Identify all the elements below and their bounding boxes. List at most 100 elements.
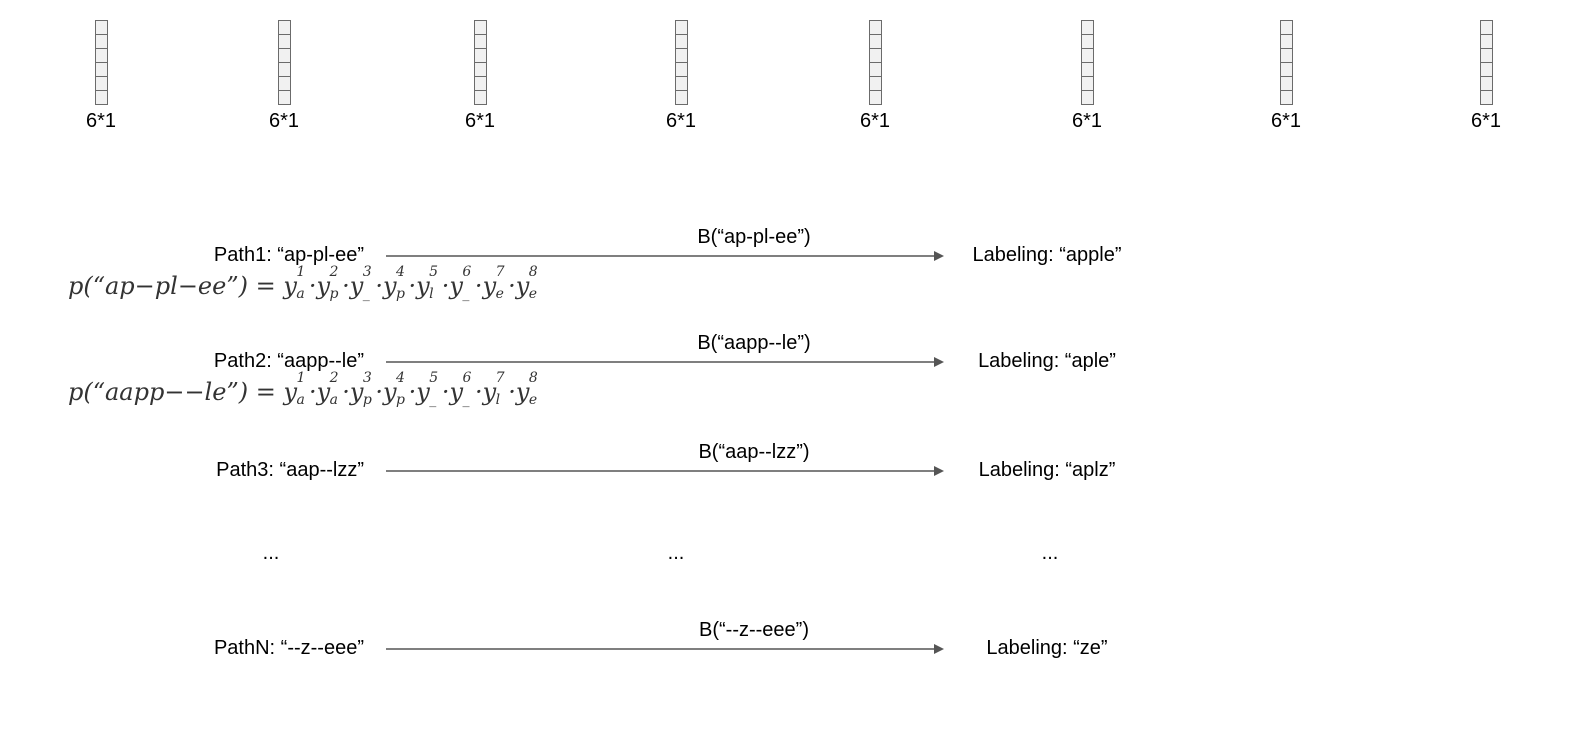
probability-cell [1480,62,1493,77]
mapping-label: B(“ap-pl-ee”) [697,226,811,248]
probability-cell [675,76,688,91]
probability-cell [1081,20,1094,35]
labeling-result: Labeling: “aple” [978,350,1116,372]
column-dimension-label: 6*1 [85,110,117,132]
formula-dot: · [475,378,483,406]
path-label: Path3: “aap--lzz” [216,459,364,481]
formula-dot: · [342,272,350,300]
probability-cell [278,90,291,105]
formula-dot: · [441,272,450,300]
probability-cell [1480,48,1493,63]
formula-dot: · [308,272,317,300]
formula-dot: · [375,378,384,406]
probability-cell [278,34,291,49]
probability-cell [1480,76,1493,91]
labeling-result: Labeling: “apple” [972,244,1122,266]
probability-cell [278,20,291,35]
path-label: PathN: “--z--eee” [213,637,364,659]
column-dimension-label: 6*1 [859,110,891,132]
probability-column [1280,20,1293,105]
ellipsis-paths: ... [262,542,280,564]
labeling-result: Labeling: “ze” [986,637,1108,659]
probability-cell [869,90,882,105]
probability-column [675,20,688,105]
probability-column [474,20,487,105]
probability-cell [1280,90,1293,105]
column-dimension-label: 6*1 [464,110,496,132]
probability-cell [474,76,487,91]
formula-dot: · [441,378,450,406]
column-dimension-label: 6*1 [268,110,300,132]
probability-cell [1280,34,1293,49]
ellipsis-mappings: ... [667,542,685,564]
formula-dot: · [508,378,516,406]
probability-cell [675,62,688,77]
probability-cell [869,34,882,49]
mapping-label: B(“aapp--le”) [697,332,811,354]
probability-cell [278,48,291,63]
probability-cell [1280,48,1293,63]
probability-cell [869,76,882,91]
column-dimension-label: 6*1 [1071,110,1103,132]
column-dimension-label: 6*1 [1270,110,1302,132]
probability-cell [278,62,291,77]
formula-lhs: p(“aapp−−le”) = [68,378,284,406]
probability-cell [1081,48,1094,63]
probability-column [278,20,291,105]
mapping-arrow [386,251,944,261]
column-dimension-label: 6*1 [1470,110,1502,132]
probability-cell [1280,62,1293,77]
probability-cell [95,90,108,105]
probability-cell [1480,34,1493,49]
mapping-arrow [386,466,944,476]
formula-lhs: p(“ap−pl−ee”) = [68,272,284,300]
probability-cell [1081,90,1094,105]
path-label: Path2: “aapp--le” [213,350,364,372]
mapping-arrow [386,644,944,654]
probability-cell [1480,20,1493,35]
probability-cell [474,48,487,63]
probability-column [869,20,882,105]
probability-cell [474,20,487,35]
probability-cell [95,62,108,77]
probability-cell [474,34,487,49]
probability-column [1480,20,1493,105]
probability-cell [474,90,487,105]
probability-cell [278,76,291,91]
probability-cell [474,62,487,77]
formula-dot: · [408,272,417,300]
probability-cell [95,34,108,49]
probability-cell [1280,20,1293,35]
mapping-label: B(“aap--lzz”) [698,441,810,463]
formula-dot: · [474,272,483,300]
mapping-label: B(“--z--eee”) [699,619,809,641]
ellipsis-labelings: ... [1041,542,1059,564]
probability-cell [1081,34,1094,49]
probability-cell [869,48,882,63]
formula-dot: · [408,378,417,406]
probability-cell [95,48,108,63]
probability-column [1081,20,1094,105]
probability-cell [1280,76,1293,91]
formula-dot: · [508,272,516,300]
probability-column [95,20,108,105]
mapping-arrow [386,357,944,367]
probability-cell [869,20,882,35]
